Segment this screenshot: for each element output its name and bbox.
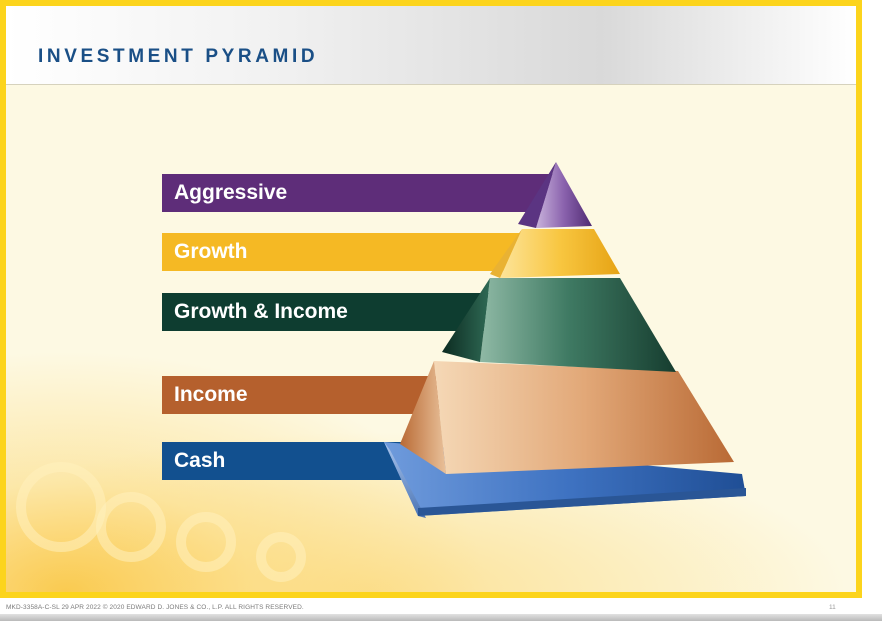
pyramid-tier-aggressive-side: [518, 162, 556, 228]
tier-label-income: Income: [174, 383, 248, 406]
footer-disclaimer: MKD-3358A-C-SL 29 APR 2022 © 2020 EDWARD…: [6, 604, 304, 611]
slide-header: INVESTMENT PYRAMID: [6, 6, 856, 85]
tier-bar-income: Income: [162, 376, 442, 414]
tier-bar-cash: Cash: [162, 442, 422, 480]
pyramid-tier-growth-income: [480, 278, 676, 372]
gear-shape: [96, 492, 166, 562]
tier-label-cash: Cash: [174, 449, 226, 472]
pyramid-tier-income: [434, 361, 734, 474]
page-number: 11: [829, 604, 836, 611]
tier-bar-aggressive: Aggressive: [162, 174, 562, 212]
gear-shape: [256, 532, 306, 582]
pyramid-tier-growth: [500, 229, 620, 278]
slide-title: INVESTMENT PYRAMID: [38, 46, 319, 67]
pyramid-tier-cash-edge: [384, 442, 426, 518]
pyramid-tier-income-side: [400, 361, 446, 474]
tier-label-growth-income: Growth & Income: [174, 300, 348, 323]
pyramid-tier-cash-front: [418, 488, 746, 516]
pyramid-tier-growth-side: [490, 229, 522, 278]
tier-label-growth: Growth: [174, 240, 248, 263]
gear-shape: [176, 512, 236, 572]
pyramid-tier-growth-income-side: [442, 278, 490, 362]
tier-label-aggressive: Aggressive: [174, 181, 288, 204]
tier-bar-growth-income: Growth & Income: [162, 293, 492, 331]
pyramid-tier-aggressive: [536, 162, 592, 228]
tier-bar-growth: Growth: [162, 233, 532, 271]
investment-pyramid-graphic: [384, 162, 746, 518]
footer-rule: [0, 614, 882, 621]
slide-frame: INVESTMENT PYRAMID Aggressive Growth Gro…: [0, 0, 862, 598]
